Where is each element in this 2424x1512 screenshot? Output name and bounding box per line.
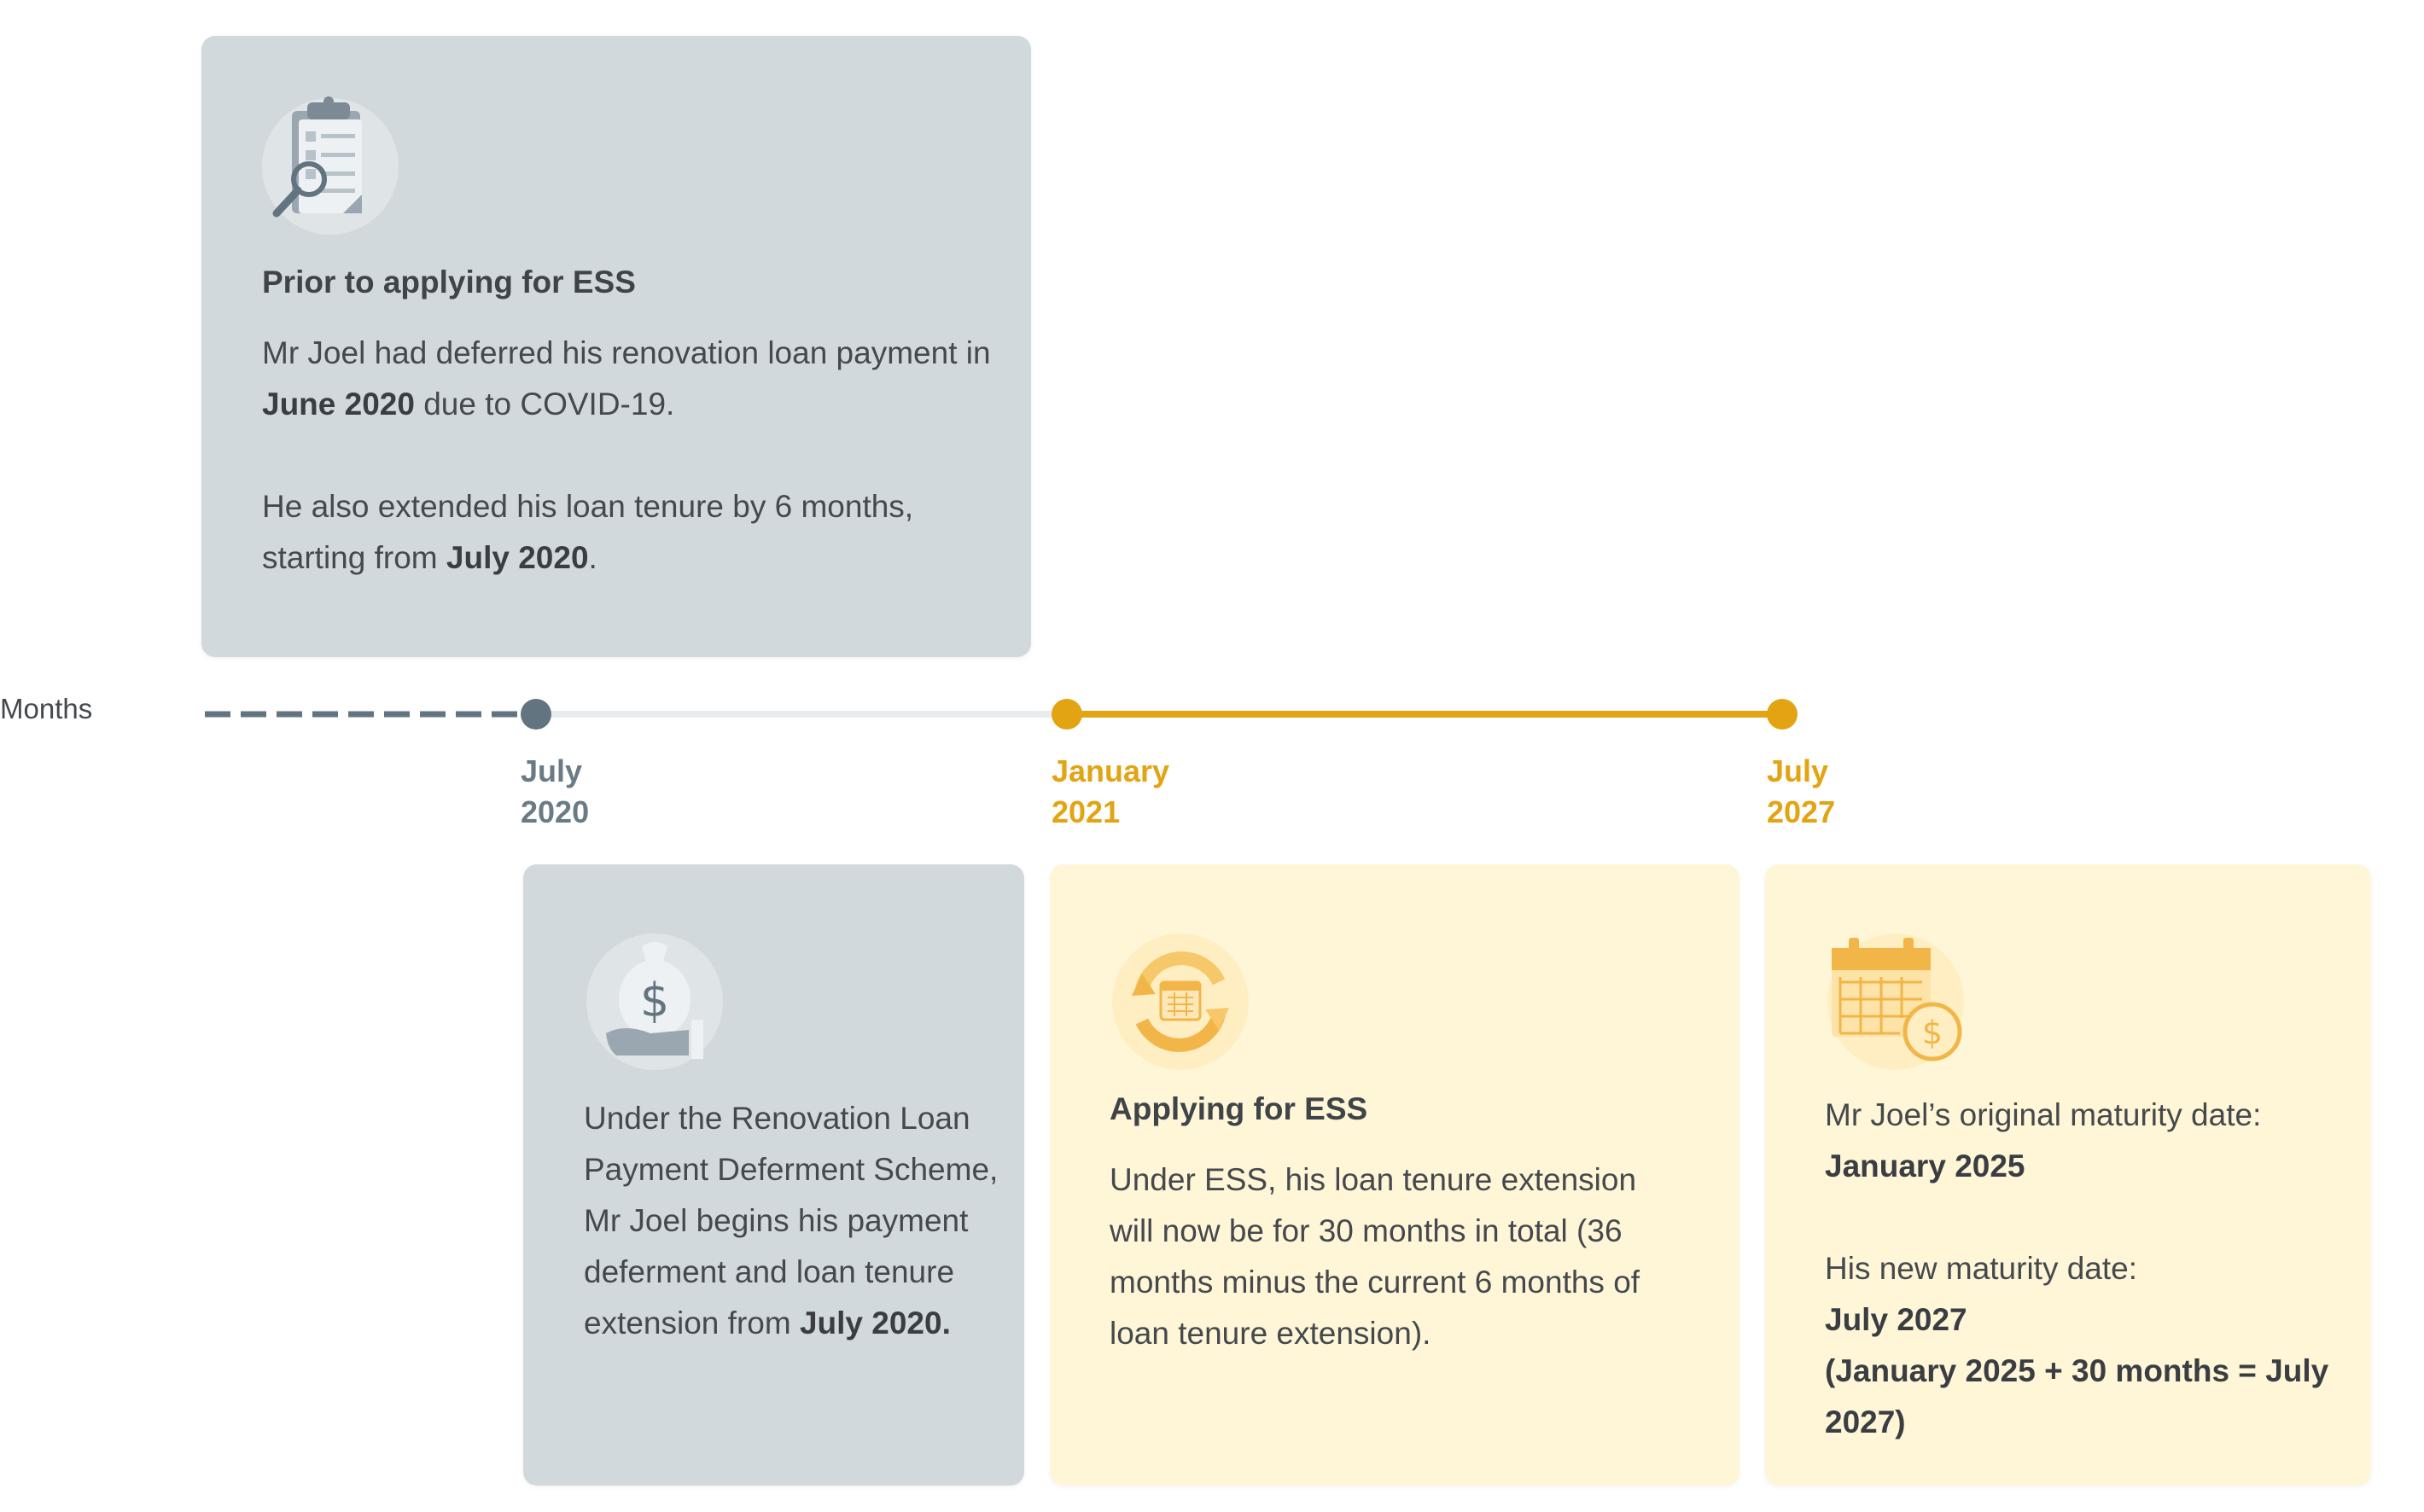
prior-paragraph-2: He also extended his loan tenure by 6 mo… <box>262 489 914 575</box>
tick-label-july-2020: July 2020 <box>521 753 590 829</box>
maturity-body: Mr Joel’s original maturity date: Januar… <box>1825 1090 2345 1448</box>
applying-paragraph: Under ESS, his loan tenure extension wil… <box>1110 1162 1640 1351</box>
deferment-paragraph: Under the Renovation Loan Payment Deferm… <box>584 1101 999 1340</box>
clipboard-checklist-icon <box>262 96 399 235</box>
calendar-cycle-icon <box>1112 933 1249 1070</box>
applying-body: Under ESS, his loan tenure extension wil… <box>1110 1154 1673 1359</box>
timeline-point-july-2027 <box>1767 699 1798 730</box>
axis-label: Months <box>0 693 93 724</box>
svg-text:$: $ <box>640 974 669 1027</box>
tick-label-january-2021: January 2021 <box>1052 753 1170 829</box>
prior-title: Prior to applying for ESS <box>262 265 636 299</box>
svg-text:$: $ <box>1922 1014 1943 1051</box>
tick-label-july-2027: July 2027 <box>1767 753 1836 829</box>
prior-card: Prior to applying for ESS Mr Joel had de… <box>201 36 1031 657</box>
applying-card: Applying for ESS Under ESS, his loan ten… <box>1050 864 1739 1486</box>
new-maturity-calculation: (January 2025 + 30 months = July 2027) <box>1825 1353 2329 1439</box>
money-bag-hand-icon: $ <box>586 933 723 1070</box>
calendar-dollar-icon: $ <box>1827 933 1964 1070</box>
maturity-card: $ Mr Joel’s original maturity date: Janu… <box>1765 864 2371 1486</box>
applying-title: Applying for ESS <box>1110 1091 1368 1126</box>
deferment-card: $ Under the Renovation Loan Payment Defe… <box>523 864 1024 1486</box>
prior-body: Mr Joel had deferred his renovation loan… <box>262 328 996 584</box>
deferment-body: Under the Renovation Loan Payment Deferm… <box>584 1093 1002 1349</box>
prior-paragraph-1: Mr Joel had deferred his renovation loan… <box>262 335 991 422</box>
original-maturity-value: January 2025 <box>1825 1149 2025 1183</box>
timeline-point-january-2021 <box>1052 699 1082 730</box>
new-maturity-label: His new maturity date: <box>1825 1251 2138 1286</box>
original-maturity-label: Mr Joel’s original maturity date: <box>1825 1097 2262 1132</box>
new-maturity-value: July 2027 <box>1825 1302 1967 1337</box>
timeline-point-july-2020 <box>521 699 551 730</box>
timeline <box>205 699 1798 730</box>
